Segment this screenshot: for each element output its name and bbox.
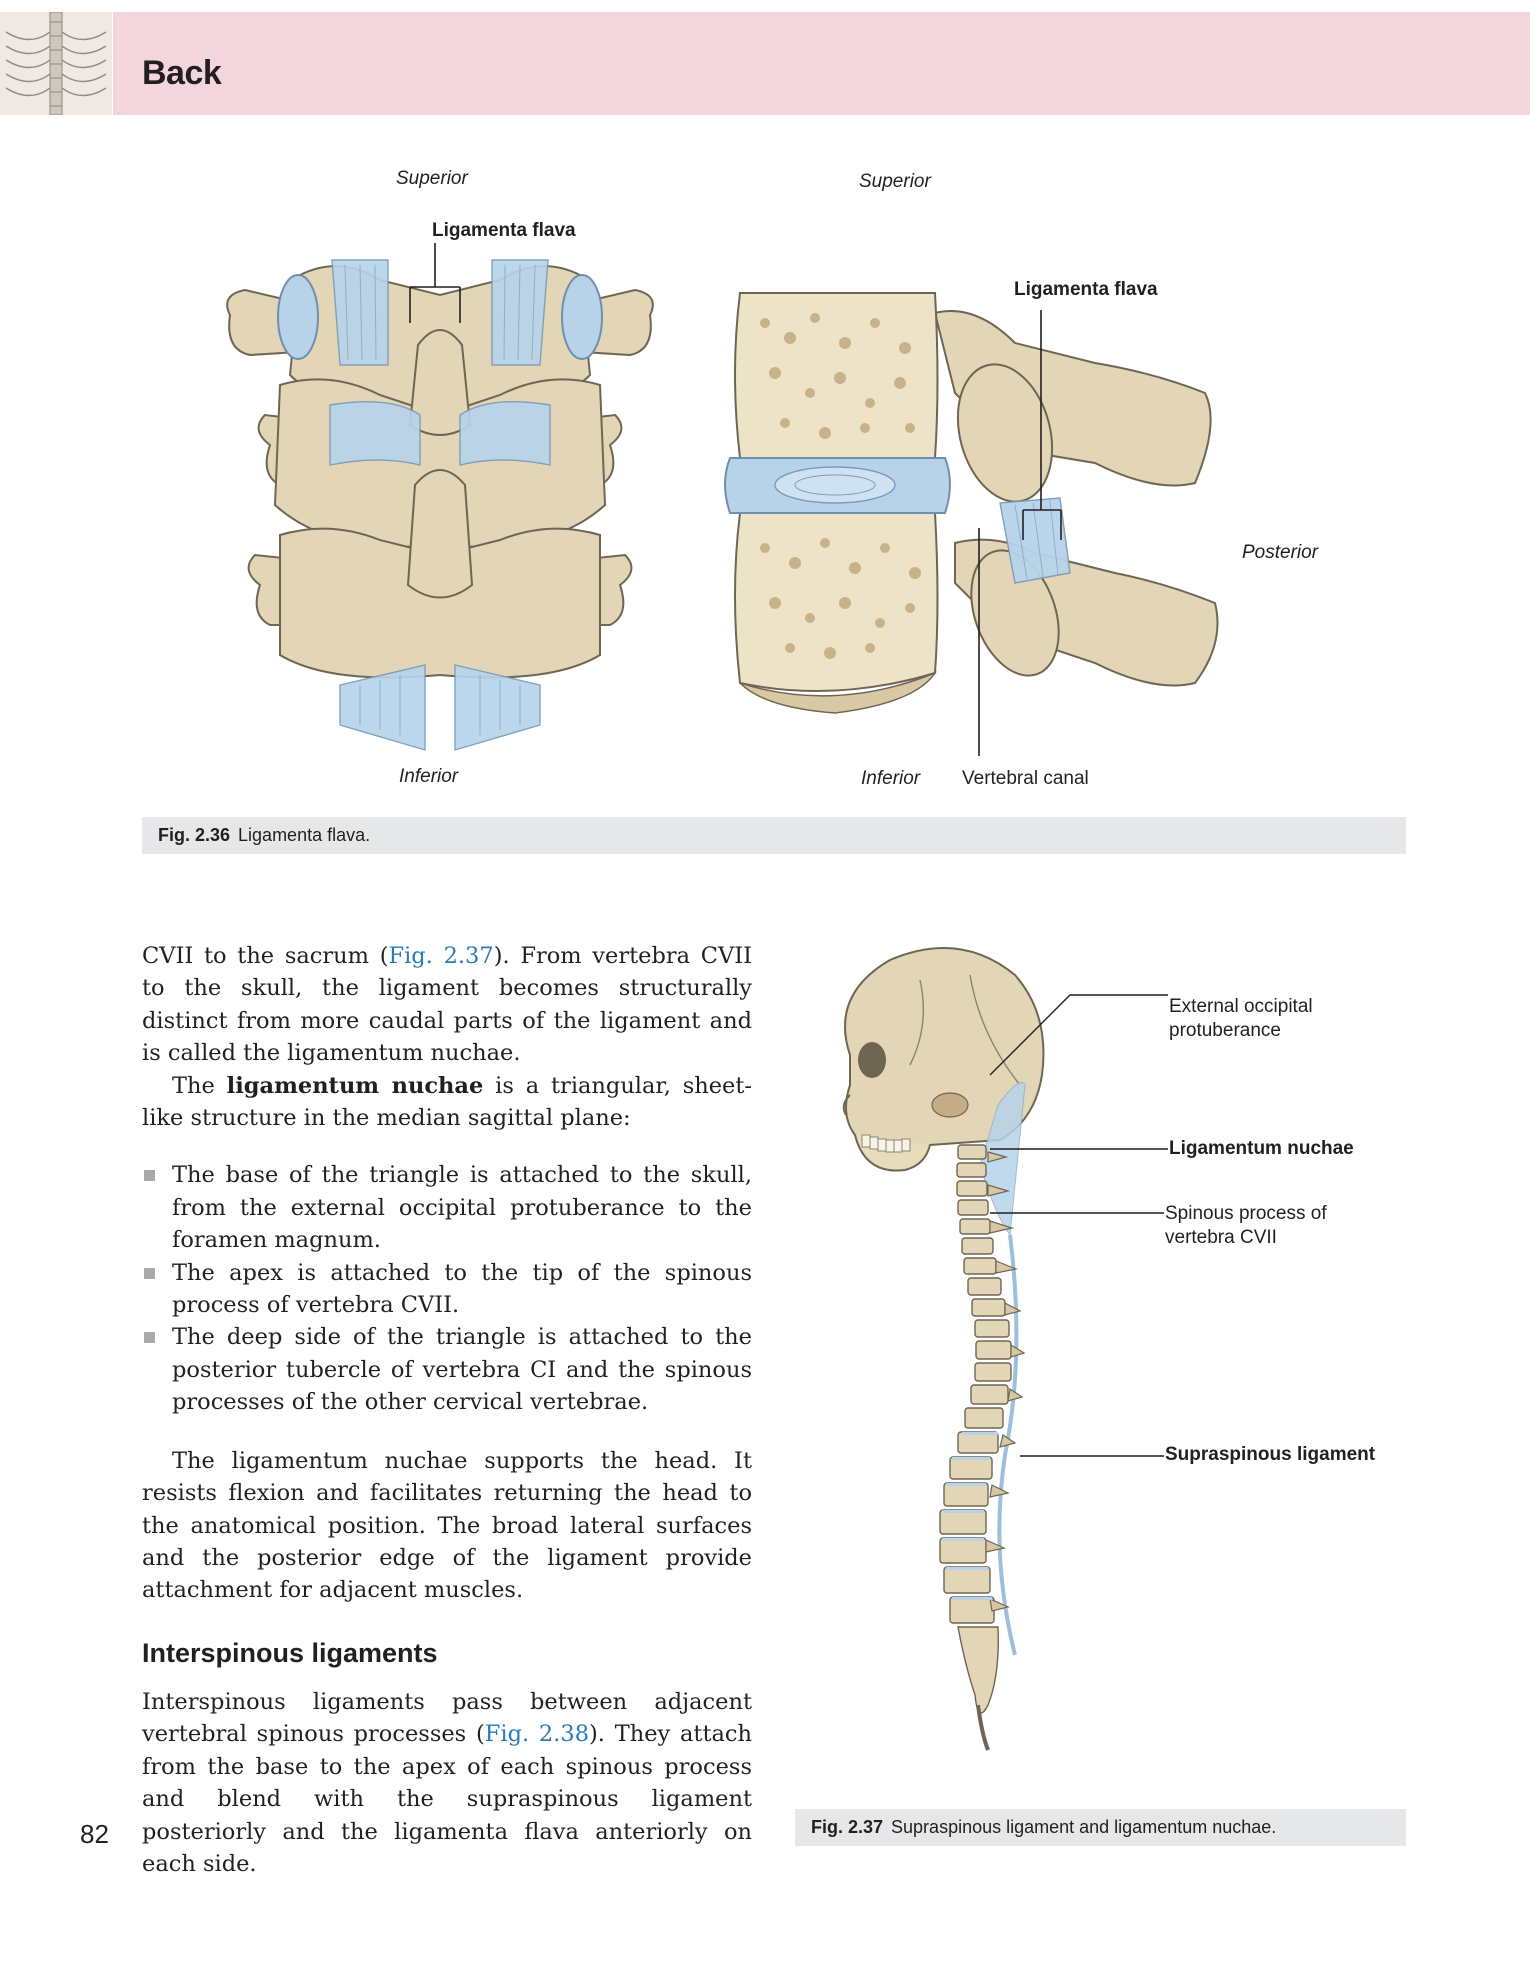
figure-2-36-caption-text: Ligamenta flava. — [238, 825, 371, 845]
posterior-view-superior-label: Superior — [396, 168, 468, 189]
figure-2-36-caption: Fig. 2.36 Ligamenta flava. — [142, 817, 1406, 854]
figure-2-38-link[interactable]: Fig. 2.38 — [484, 1721, 590, 1748]
figure-2-37-leader-lines — [989, 994, 1168, 1457]
posterior-view-ligamenta-flava-label: Ligamenta flava — [432, 220, 576, 241]
lateral-view-superior-label: Superior — [859, 171, 931, 192]
external-occipital-protuberance-label: External occipital protuberance — [1169, 996, 1313, 1041]
figure-2-37-number: Fig. 2.37 — [811, 1817, 884, 1837]
figure-2-36-number: Fig. 2.36 — [158, 825, 231, 845]
vertebral-canal-leader — [978, 528, 980, 756]
figure-2-37-caption: Fig. 2.37 Supraspinous ligament and ligam… — [795, 1809, 1406, 1846]
lateral-view-posterior-label: Posterior — [1242, 542, 1319, 563]
figure-2-37-link[interactable]: Fig. 2.37 — [388, 943, 494, 969]
page-number: 82 — [80, 1819, 109, 1849]
lateral-view-ligamenta-flava-label: Ligamenta flava — [1014, 279, 1158, 300]
ligamentum-nuchae-label: Ligamentum nuchae — [1169, 1138, 1354, 1159]
interspinous-text: Interspinous ligaments pass between adja… — [142, 1686, 752, 1880]
section-title: Back — [142, 54, 222, 92]
paragraph-supports-head: The ligamentum nuchae supports the head.… — [142, 1447, 752, 1604]
bullet-square-icon — [144, 1170, 155, 1182]
posterior-view-inferior-label: Inferior — [399, 766, 459, 787]
list-item: The apex is attached to the tip of the s… — [142, 1257, 752, 1322]
ligamenta-flava-posterior-leader — [409, 243, 461, 323]
ligamenta-flava-posterior-illustration — [226, 259, 654, 751]
ligamenta-flava-lateral-illustration — [724, 292, 1219, 714]
supraspinous-ligament-label: Supraspinous ligament — [1165, 1444, 1376, 1465]
spine-thumbnail-icon — [0, 12, 112, 115]
bullet-square-icon — [144, 1332, 155, 1344]
list-item: The deep side of the triangle is attache… — [142, 1321, 752, 1418]
vertebral-canal-label: Vertebral canal — [962, 768, 1089, 789]
header-band — [113, 12, 1530, 115]
bullet-square-icon — [144, 1267, 155, 1279]
figure-2-37-caption-text: Supraspinous ligament and ligamentum nuc… — [891, 1817, 1277, 1837]
bullet-list: The base of the triangle is attached to … — [142, 1159, 752, 1418]
interspinous-ligaments-heading: Interspinous ligaments — [142, 1638, 438, 1668]
spinous-process-cvii-label: Spinous process of vertebra CVII — [1165, 1203, 1327, 1248]
ligamenta-flava-lateral-leader — [1022, 310, 1062, 540]
skull-and-spine-illustration — [842, 947, 1045, 1751]
body-text-column: CVII to the sacrum (Fig. 2.37). From ver… — [142, 940, 752, 1607]
lateral-view-inferior-label: Inferior — [861, 768, 921, 789]
list-item: The base of the triangle is attached to … — [142, 1159, 752, 1256]
paragraph-cvii-to-sacrum: CVII to the sacrum (Fig. 2.37). From ver… — [142, 943, 752, 1067]
paragraph-interspinous: Interspinous ligaments pass between adja… — [142, 1689, 752, 1878]
paragraph-ligamentum-nuchae: The ligamentum nuchae is a triangular, s… — [142, 1072, 753, 1132]
